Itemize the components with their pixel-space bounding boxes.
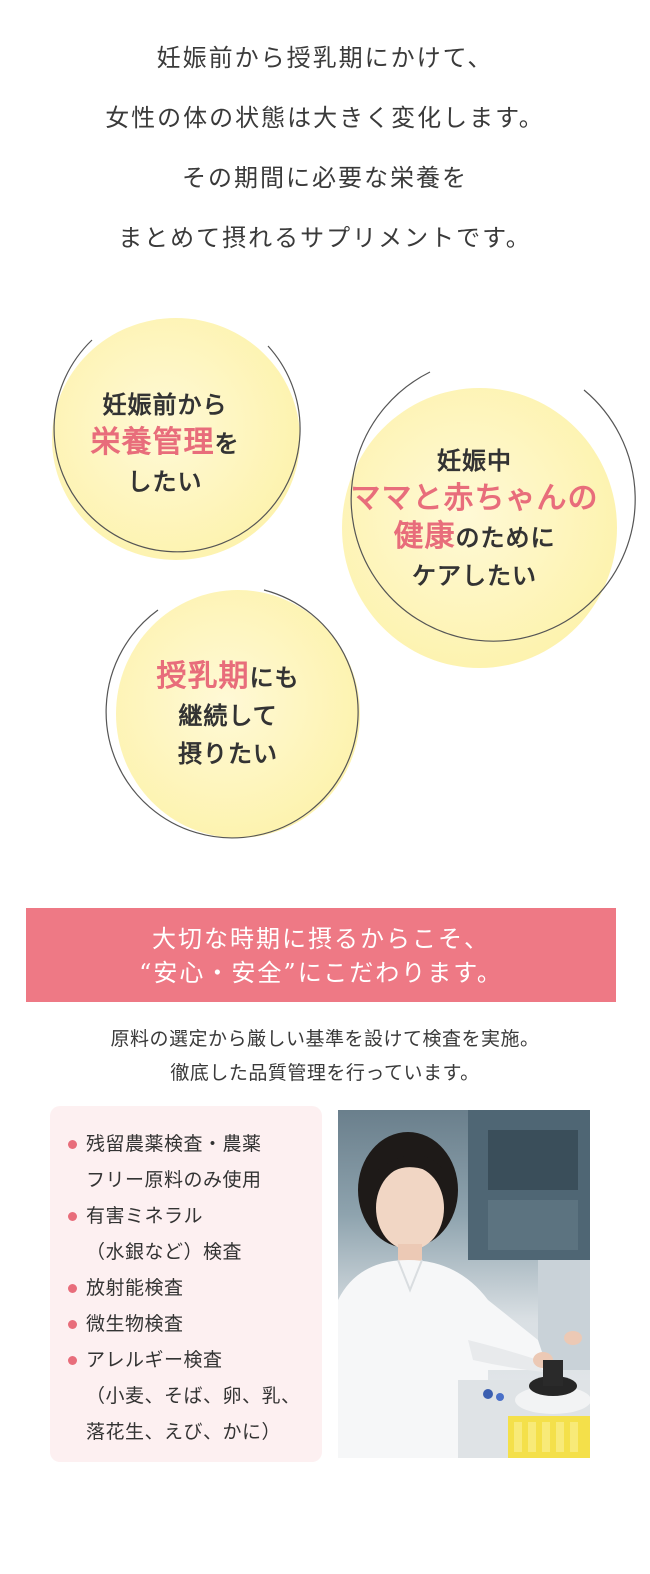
- bubble-line: 栄養管理を: [90, 425, 240, 460]
- bullet-icon: [68, 1284, 77, 1293]
- quality-description: 原料の選定から厳しい基準を設けて検査を実施。 徹底した品質管理を行っています。: [0, 1022, 650, 1090]
- list-item: 微生物検査: [68, 1306, 322, 1342]
- list-item: アレルギー検査 （小麦、そば、卵、乳、 落花生、えび、かに）: [68, 1342, 322, 1450]
- bubble-text: 妊娠前から 栄養管理を したい: [30, 386, 300, 501]
- bubble-highlight: 授乳期: [156, 659, 250, 694]
- bubble-line: 授乳期にも: [156, 659, 300, 694]
- bullet-icon: [68, 1320, 77, 1329]
- list-item: 放射能検査: [68, 1270, 322, 1306]
- bubble-pre-pregnancy: 妊娠前から 栄養管理を したい: [30, 316, 301, 566]
- bubble-text: 妊娠中 ママと赤ちゃんの 健康のために ケアしたい: [322, 442, 627, 595]
- intro-line: まとめて摂れるサプリメントです。: [118, 224, 532, 252]
- intro-line: 妊娠前から授乳期にかけて、: [156, 44, 494, 72]
- bubble-line: 摂りたい: [178, 740, 278, 768]
- banner-line: 大切な時期に摂るからこそ、: [152, 925, 490, 953]
- bullet-icon: [68, 1212, 77, 1221]
- intro-line: 女性の体の状態は大きく変化します。: [105, 104, 545, 132]
- bubble-outline: [350, 371, 636, 642]
- description-line: 徹底した品質管理を行っています。: [170, 1062, 480, 1084]
- lab-researcher-photo: [338, 1110, 590, 1458]
- bubble-line: 妊娠中: [437, 447, 512, 475]
- bubble-line: ケアしたい: [412, 562, 537, 590]
- bubble-outline: [105, 589, 359, 839]
- bubble-highlight: 健康: [393, 519, 456, 554]
- bubble-text: 授乳期にも 継続して 摂りたい: [96, 658, 360, 773]
- bubble-line: 健康のために: [393, 519, 556, 554]
- safety-banner: 大切な時期に摂るからこそ、 “安心・安全”にこだわります。: [26, 908, 616, 1002]
- bubble-breastfeeding: 授乳期にも 継続して 摂りたい: [96, 586, 360, 839]
- bubble-fill: [342, 388, 617, 668]
- bullet-icon: [68, 1140, 77, 1149]
- description-line: 原料の選定から厳しい基準を設けて検査を実施。: [110, 1028, 540, 1050]
- bubble-outline: [53, 339, 301, 553]
- bubble-highlight: 栄養管理: [90, 425, 215, 460]
- inspection-list: 残留農薬検査・農薬 フリー原料のみ使用 有害ミネラル （水銀など）検査 放射能検…: [50, 1106, 322, 1462]
- intro-line: その期間に必要な栄養を: [182, 164, 468, 192]
- bubble-line: したい: [127, 468, 203, 496]
- list-item: 残留農薬検査・農薬 フリー原料のみ使用: [68, 1126, 322, 1198]
- list-item: 有害ミネラル （水銀など）検査: [68, 1198, 322, 1270]
- intro-text: 妊娠前から授乳期にかけて、 女性の体の状態は大きく変化します。 その期間に必要な…: [0, 28, 650, 268]
- bubble-line: ママと赤ちゃんの: [350, 481, 599, 516]
- bubble-fill: [116, 590, 360, 838]
- bubble-pregnancy: 妊娠中 ママと赤ちゃんの 健康のために ケアしたい: [312, 368, 636, 668]
- bubble-line: 妊娠前から: [102, 391, 228, 419]
- banner-line: “安心・安全”にこだわります。: [139, 959, 503, 987]
- bubble-line: 継続して: [178, 702, 278, 730]
- bullet-icon: [68, 1356, 77, 1365]
